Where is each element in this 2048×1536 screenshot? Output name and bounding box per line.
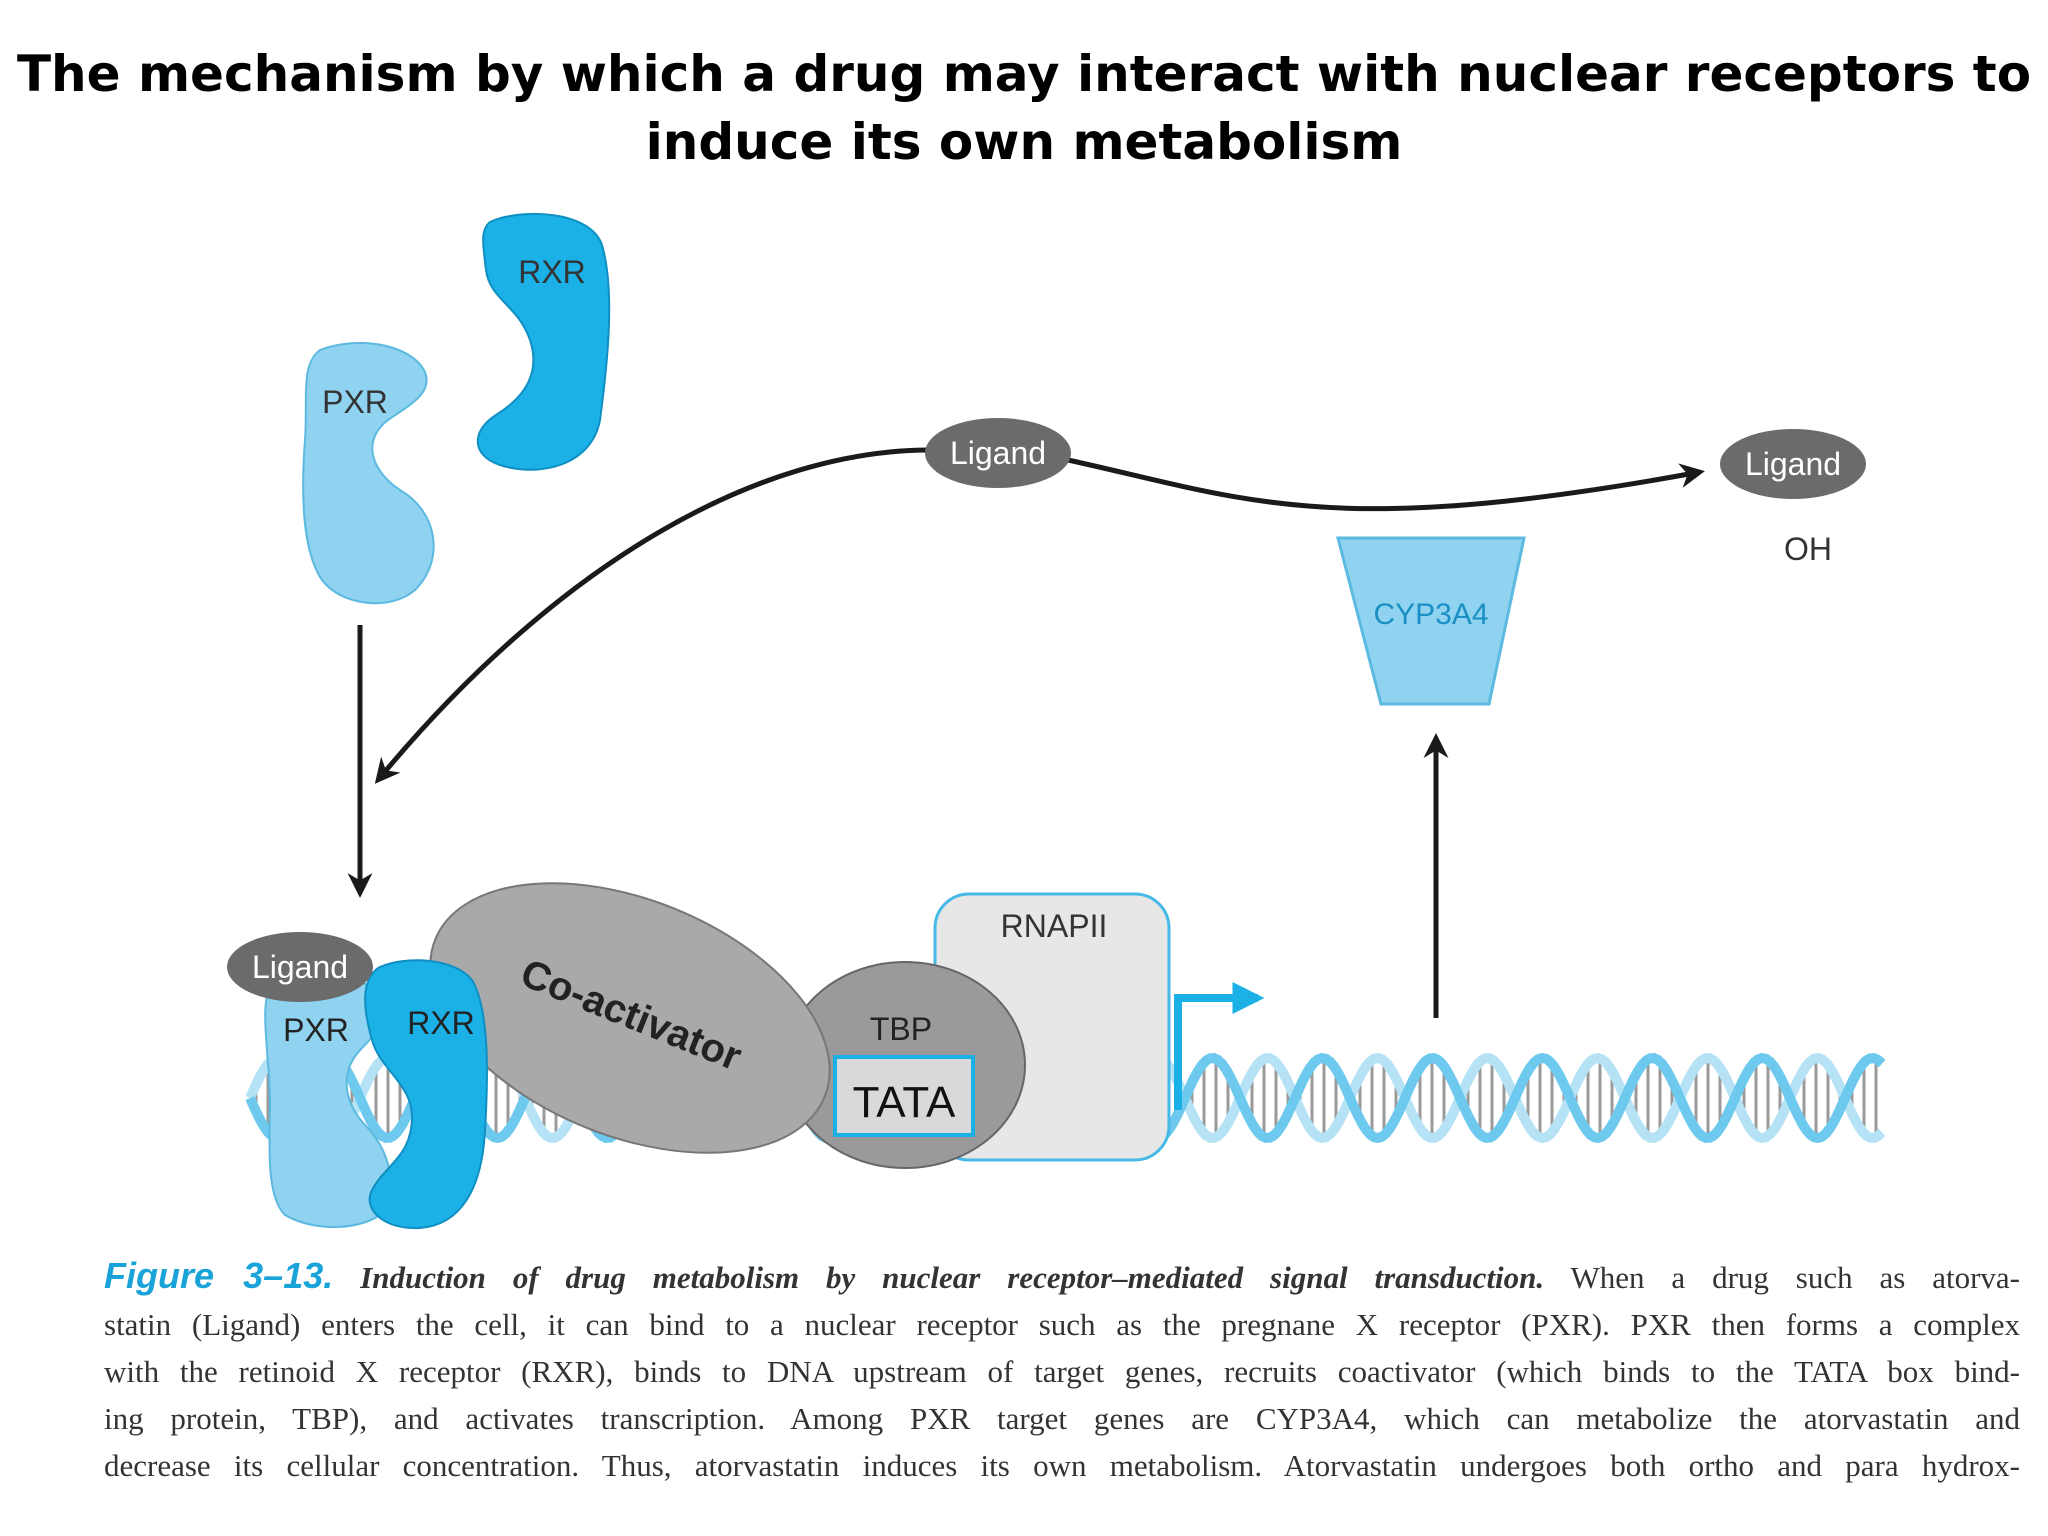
caption-line-3: with the retinoid X receptor (RXR), bind… [104,1354,2020,1389]
caption-line-2: statin (Ligand) enters the cell, it can … [104,1307,2020,1342]
tata-box: TATA [833,1055,975,1137]
ligand-entry-arrow [374,447,931,784]
cyp3a4-label: CYP3A4 [1373,598,1488,631]
figure-caption: Figure 3–13. Induction of drug metabolis… [104,1252,2020,1489]
ligand-metabolized: Ligand [1720,429,1866,499]
rnapii-label: RNAPII [1001,908,1108,944]
title-line-2: induce its own metabolism [645,113,1403,171]
caption-line-1-rest: When a drug such as atorva- [1570,1260,2021,1295]
caption-line-5: decrease its cellular concentration. Thu… [104,1448,2020,1483]
caption-line-4: ing protein, TBP), and activates transcr… [104,1401,2020,1436]
tbp-label: TBP [870,1011,932,1047]
bound-rxr: RXR [364,959,488,1230]
bound-pxr-label: PXR [283,1012,349,1048]
title-line-1: The mechanism by which a drug may intera… [16,45,2032,103]
page-title: The mechanism by which a drug may intera… [0,40,2048,176]
metabolism-arrow [1067,457,1705,512]
free-pxr-label: PXR [322,384,388,420]
ligand-metabolized-label: Ligand [1745,446,1841,482]
free-rxr-label: RXR [518,254,586,290]
ligand-bound: Ligand [227,932,373,1002]
bound-pxr: PXR [264,978,392,1228]
ligand-bound-label: Ligand [252,949,348,985]
cyp3a4-enzyme: CYP3A4 [1336,536,1526,706]
figure-title: Induction of drug metabolism by nuclear … [360,1260,1545,1295]
bound-rxr-label: RXR [407,1005,475,1041]
free-rxr: RXR [476,212,611,471]
coactivator: Co-activator [429,882,831,1154]
ligand-top-label: Ligand [950,435,1046,471]
tata-label: TATA [853,1078,956,1127]
transcription-start-arrow [1174,982,1265,1110]
free-pxr: PXR [302,341,435,605]
hydroxyl-label: OH [1784,531,1832,567]
figure-number: Figure 3–13. [104,1255,334,1296]
ligand-top: Ligand [925,418,1071,488]
caption-line-1: Figure 3–13. Induction of drug metabolis… [104,1252,2020,1301]
